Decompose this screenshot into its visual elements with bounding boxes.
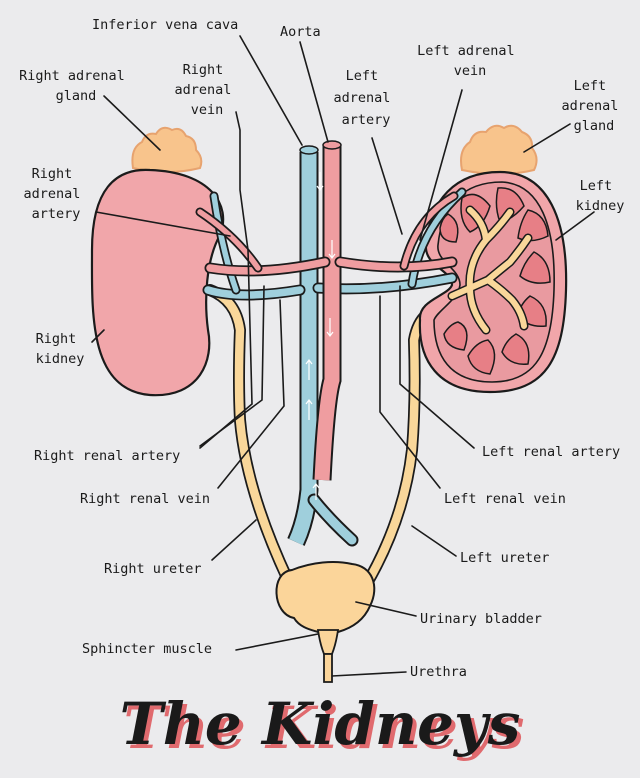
label-right-kidney: Right kidney xyxy=(36,331,85,367)
label-left-adrenal-artery: Left adrenal artery xyxy=(333,68,398,128)
urethra-shape xyxy=(323,653,333,683)
label-inferior-vena-cava: Inferior vena cava xyxy=(92,17,238,33)
title: The Kidneys xyxy=(120,690,521,758)
left-adrenal-gland-shape xyxy=(460,124,538,175)
label-left-adrenal-vein: Left adrenal vein xyxy=(417,43,523,79)
label-right-renal-artery: Right renal artery xyxy=(34,448,180,464)
right-adrenal-gland-shape xyxy=(131,126,203,173)
right-ureter-shape xyxy=(204,284,294,586)
left-kidney-medulla xyxy=(439,187,551,375)
label-left-renal-vein: Left renal vein xyxy=(444,491,566,507)
left-kidney-pelvis xyxy=(447,205,533,335)
label-left-adrenal-gland: Left adrenal gland xyxy=(561,78,626,134)
label-right-renal-vein: Right renal vein xyxy=(80,491,210,507)
label-right-adrenal-artery: Right adrenal artery xyxy=(23,166,88,222)
label-left-renal-artery: Left renal artery xyxy=(482,444,620,460)
label-sphincter-muscle: Sphincter muscle xyxy=(82,641,212,657)
right-kidney-shape xyxy=(90,168,225,397)
urinary-bladder-shape xyxy=(275,561,376,633)
label-right-adrenal-gland: Right adrenal gland xyxy=(19,68,133,104)
leader-lines xyxy=(91,35,595,677)
flow-arrows xyxy=(305,172,336,500)
aorta-shape xyxy=(195,140,459,481)
title-shadow: The Kidneys xyxy=(124,694,525,762)
label-left-kidney: Left kidney xyxy=(576,178,625,214)
inferior-vena-cava-shape xyxy=(287,145,359,547)
label-right-adrenal-vein: Right adrenal vein xyxy=(174,62,239,118)
sphincter-muscle-shape xyxy=(316,629,340,655)
label-left-ureter: Left ureter xyxy=(460,550,549,566)
label-urethra: Urethra xyxy=(410,664,467,680)
label-aorta: Aorta xyxy=(280,24,321,40)
label-right-ureter: Right ureter xyxy=(104,561,202,577)
label-urinary-bladder: Urinary bladder xyxy=(420,611,542,627)
